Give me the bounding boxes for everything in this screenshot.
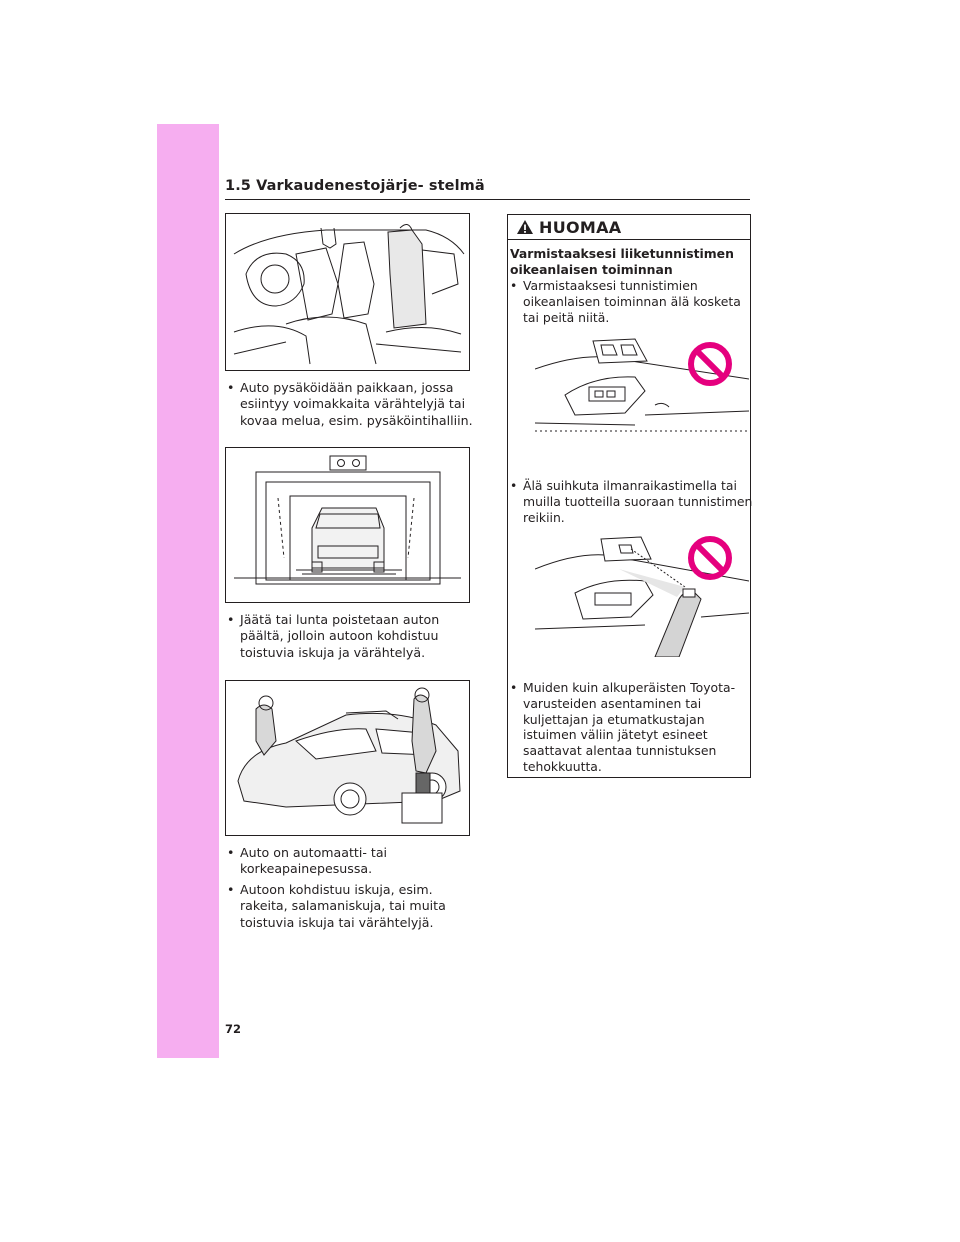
notice-header: HUOMAA [508, 215, 750, 240]
bullet-text: Jäätä tai lunta poistetaan auton päältä,… [240, 612, 440, 660]
prohibition-icon [688, 342, 732, 386]
side-color-strip [157, 124, 219, 1058]
warning-triangle-icon [517, 220, 533, 234]
section-title: 1.5 Varkaudenestojärje- stelmä [225, 178, 485, 194]
figure-sensor-spray [534, 533, 750, 658]
bullet-text: Auto on automaatti- tai korkeapainepesus… [240, 845, 388, 877]
bullet-dot: • [510, 478, 518, 493]
notice-bullet-touch: • Varmistaaksesi tunnistimien oikeanlais… [510, 278, 749, 325]
bullet-dot: • [227, 845, 235, 860]
bullet-text: Varmistaaksesi tunnistimien oikeanlaisen… [523, 278, 741, 325]
prohibition-icon [688, 536, 732, 580]
figure-sensor-touch [534, 335, 750, 437]
notice-heading: Varmistaaksesi liiketunnistimen oikeanla… [510, 246, 734, 277]
bullet-dot: • [510, 278, 518, 293]
notice-bullet-accessories: • Muiden kuin alkuperäisten Toyota-varus… [510, 680, 759, 775]
notice-title: HUOMAA [539, 217, 622, 237]
bullet-text: Autoon kohdistuu iskuja, esim. rakeita, … [240, 882, 446, 930]
bullet-dot: • [227, 612, 235, 627]
notice-bullet-spray: • Älä suihkuta ilmanraikastimella tai mu… [510, 478, 759, 525]
bullet-dot: • [227, 380, 235, 395]
bullet-dot: • [227, 882, 235, 897]
bullet-text: Muiden kuin alkuperäisten Toyota-varuste… [523, 680, 736, 774]
figure-car-interior [225, 213, 470, 371]
figure-parking-hall [225, 447, 470, 603]
bullet-text: Älä suihkuta ilmanraikastimella tai muil… [523, 478, 753, 525]
bullet-text: Auto pysäköidään paikkaan, jossa esiinty… [240, 380, 473, 428]
figure-snow-removal [225, 680, 470, 836]
bullet-car-wash: • Auto on automaatti- tai korkeapainepes… [227, 845, 476, 878]
title-divider [225, 199, 750, 200]
bullet-parking-hall: • Auto pysäköidään paikkaan, jossa esiin… [227, 380, 476, 429]
bullet-impacts: • Autoon kohdistuu iskuja, esim. rakeita… [227, 882, 480, 931]
page-number: 72 [225, 1022, 242, 1036]
notice-box: HUOMAA Varmistaaksesi liiketunnistimen o… [507, 214, 752, 778]
bullet-ice-snow: • Jäätä tai lunta poistetaan auton päält… [227, 612, 476, 661]
bullet-dot: • [510, 680, 518, 695]
